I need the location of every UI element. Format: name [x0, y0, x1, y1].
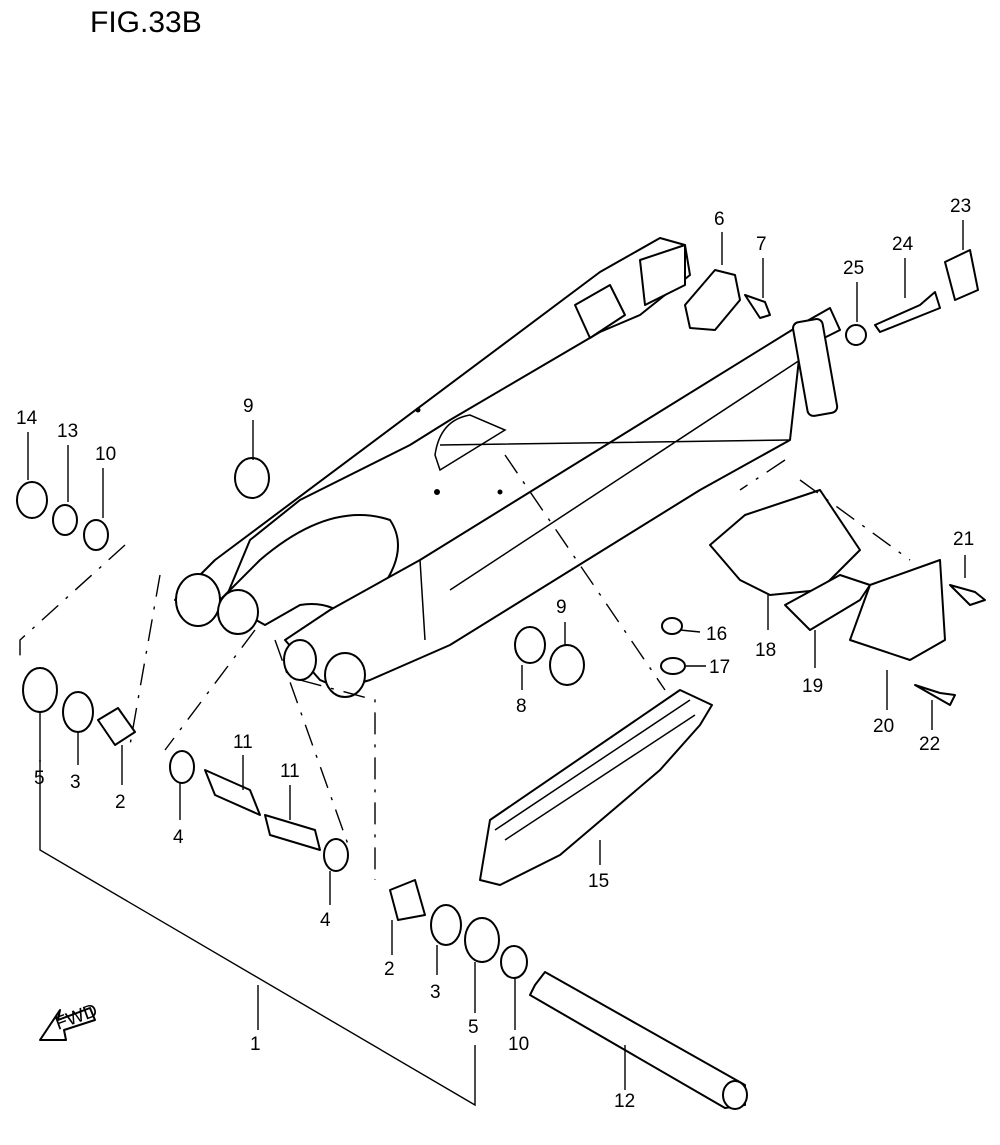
bearing-3-right [430, 904, 462, 946]
callout-3: 3 [430, 982, 441, 1003]
callout-3: 3 [70, 772, 81, 793]
callout-17: 17 [709, 657, 730, 678]
bushing-9-lower [549, 644, 585, 686]
callout-5: 5 [468, 1017, 479, 1038]
sleeve-2-left [97, 707, 136, 746]
chain-buffer [479, 689, 713, 886]
callout-4: 4 [173, 827, 184, 848]
leader-lines [27, 220, 966, 1030]
callout-23: 23 [950, 196, 971, 217]
bolt-7 [744, 294, 771, 319]
collar-11-b [264, 814, 321, 851]
callout-11: 11 [233, 732, 253, 753]
seal-5-right [464, 917, 500, 963]
seal-5-left [22, 667, 58, 713]
swingarm-part [174, 237, 841, 698]
forward-arrow-icon: FWD [39, 1000, 101, 1041]
callout-7: 7 [756, 234, 767, 255]
callout-12: 12 [614, 1091, 635, 1112]
callout-16: 16 [706, 624, 727, 645]
callout-2: 2 [384, 959, 395, 980]
callout-11: 11 [280, 761, 300, 782]
figure-title: FIG.33B [90, 6, 202, 39]
block-23 [944, 249, 979, 301]
callout-2: 2 [115, 792, 126, 813]
callout-8: 8 [516, 696, 527, 717]
callout-20: 20 [873, 716, 894, 737]
callout-10: 10 [95, 444, 116, 465]
sleeve-2-right [389, 879, 426, 921]
nut-14 [16, 481, 48, 519]
bushing-8 [514, 626, 546, 664]
bushing-9-upper [234, 457, 270, 499]
washer-13 [52, 504, 78, 536]
spacer-4-right [323, 838, 349, 872]
callout-21: 21 [953, 529, 974, 550]
nut-25 [845, 324, 867, 346]
bolt-22 [914, 684, 956, 706]
callout-9: 9 [243, 396, 254, 417]
callout-25: 25 [843, 258, 864, 279]
chain-guide-bracket [709, 489, 861, 596]
guide-slider-19 [784, 574, 871, 631]
callout-15: 15 [588, 871, 609, 892]
callout-labels: 1 2 2 3 3 4 4 5 5 6 7 8 9 9 10 10 11 11 … [16, 196, 974, 1112]
callout-4: 4 [320, 910, 331, 931]
callout-1: 1 [250, 1034, 261, 1055]
washer-10-right [500, 945, 528, 979]
callout-24: 24 [892, 234, 914, 255]
bolt-21 [949, 584, 986, 606]
collar-11-a [204, 769, 261, 816]
callout-9: 9 [556, 597, 567, 618]
callout-10: 10 [508, 1034, 529, 1055]
fwd-label: FWD [53, 1000, 101, 1035]
screw-16 [661, 617, 683, 635]
callout-19: 19 [802, 676, 823, 697]
callout-14: 14 [16, 408, 38, 429]
washer-10-left [83, 519, 109, 551]
callout-6: 6 [714, 209, 725, 230]
spacer-4-left [169, 750, 195, 784]
collar-17 [660, 657, 686, 675]
bearing-3-left [62, 691, 94, 733]
pivot-shaft [529, 971, 746, 1109]
guard-plate-20 [849, 559, 946, 661]
callout-22: 22 [919, 734, 940, 755]
bolt-24 [874, 291, 941, 333]
callout-18: 18 [755, 640, 776, 661]
callout-5: 5 [34, 768, 45, 789]
adjuster-plate [684, 269, 741, 331]
callout-13: 13 [57, 421, 78, 442]
